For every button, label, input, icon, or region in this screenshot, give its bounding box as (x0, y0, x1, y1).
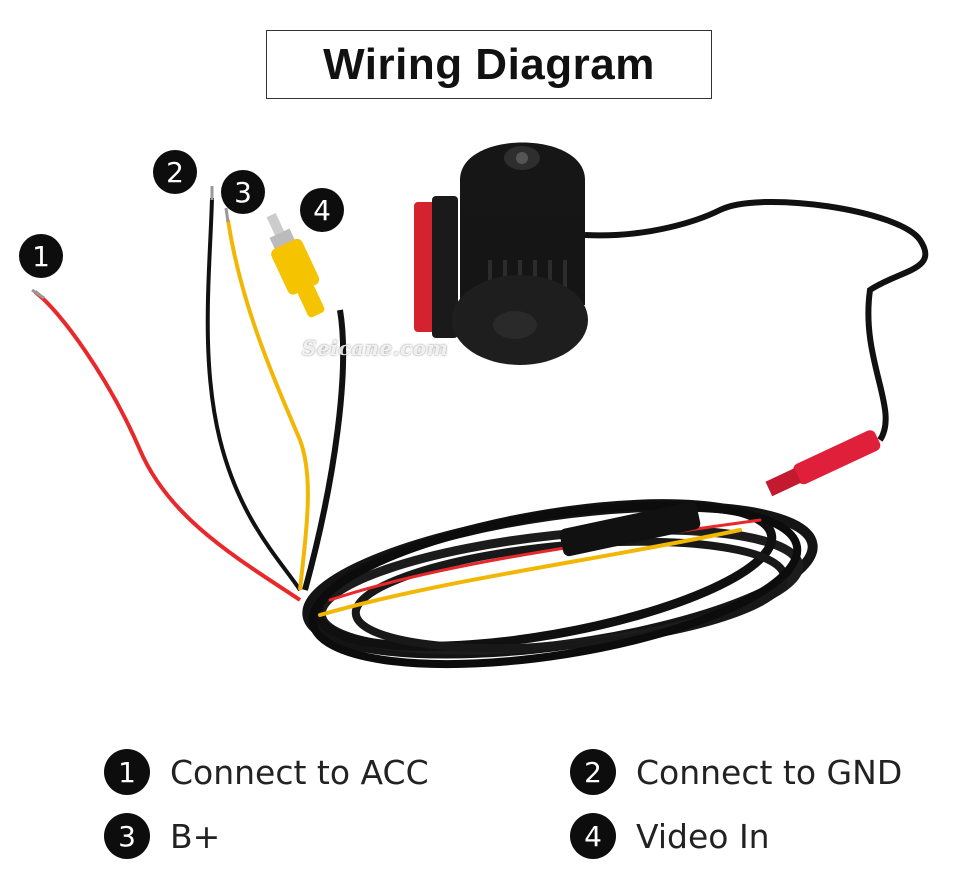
legend-label-4: Video In (636, 816, 770, 856)
legend-label-2: Connect to GND (636, 752, 903, 792)
yellow-wire-tip (224, 207, 230, 223)
callout-2: 2 (153, 150, 197, 194)
callout-4: 4 (300, 188, 344, 232)
legend-label-3: B+ (170, 816, 221, 856)
rca-cable (302, 309, 347, 591)
yellow-wire (226, 219, 310, 591)
red-wire-tip (31, 288, 45, 300)
camera-cable (584, 198, 929, 442)
camera-body (414, 142, 588, 365)
title-box: Wiring Diagram (266, 30, 712, 99)
legend-number-3: 3 (104, 813, 150, 859)
legend-item-2: 2 Connect to GND (570, 749, 902, 795)
cable-coil (302, 499, 818, 669)
legend-number-2: 2 (570, 749, 616, 795)
legend-item-1: 1 Connect to ACC (104, 749, 429, 795)
legend-label-1: Connect to ACC (170, 752, 429, 792)
black-wire (205, 197, 302, 592)
legend-item-4: 4 Video In (570, 813, 770, 859)
legend-item-3: 3 B+ (104, 813, 220, 859)
camera-wiring-illustration (31, 142, 929, 669)
callout-3: 3 (221, 170, 265, 214)
callout-1: 1 (19, 234, 63, 278)
legend-number-4: 4 (570, 813, 616, 859)
legend-number-1: 1 (104, 749, 150, 795)
red-connector (765, 430, 881, 497)
watermark-logo: Seicane.com (302, 336, 449, 360)
red-wire (33, 290, 302, 602)
rca-connector (266, 212, 325, 318)
page-title: Wiring Diagram (323, 39, 655, 89)
